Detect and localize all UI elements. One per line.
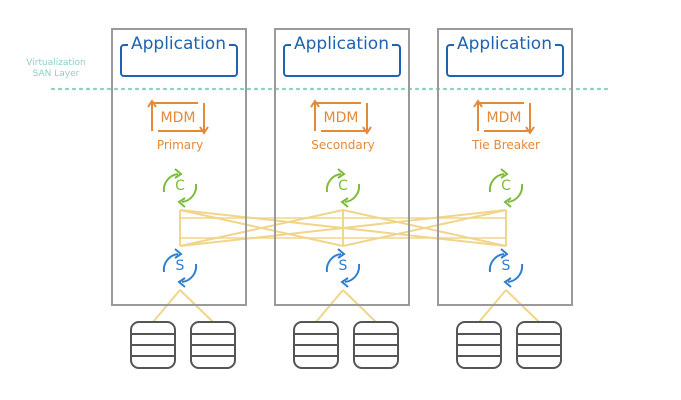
client-letter-primary: C xyxy=(175,178,185,194)
disk-link-1-1 xyxy=(342,289,377,323)
application-label-tie-breaker: Application xyxy=(454,34,555,54)
disk-link-1-0 xyxy=(315,289,344,323)
client-cycle-icon xyxy=(325,168,361,208)
node-secondary xyxy=(274,28,410,306)
node-tie-breaker xyxy=(437,28,573,306)
client-letter-tie-breaker: C xyxy=(501,178,511,194)
disk-stack-icon xyxy=(293,321,339,369)
mdm-label-tie-breaker: MDM xyxy=(486,110,522,126)
server-letter-secondary: S xyxy=(338,258,348,274)
server-cycle-icon xyxy=(325,248,361,288)
virtualization-label: Virtualization SAN Layer xyxy=(16,58,96,80)
disk-stack-icon xyxy=(516,321,562,369)
server-cycle-icon xyxy=(162,248,198,288)
disk-link-0-1 xyxy=(179,289,214,323)
mdm-label-primary: MDM xyxy=(160,110,196,126)
mesh-link-2-0 xyxy=(179,209,507,247)
virtualization-label-line2: SAN Layer xyxy=(32,69,80,79)
role-label-secondary: Secondary xyxy=(311,138,375,152)
server-disk-links xyxy=(152,289,540,323)
disk-stack-icon xyxy=(130,321,176,369)
mesh-link-1-0 xyxy=(179,209,344,247)
mdm-label-secondary: MDM xyxy=(323,110,359,126)
application-label-secondary: Application xyxy=(291,34,392,54)
disk-link-0-0 xyxy=(152,289,181,323)
disk-link-2-1 xyxy=(505,289,540,323)
server-letter-primary: S xyxy=(175,258,185,274)
role-label-primary: Primary xyxy=(156,138,204,152)
role-label-tie-breaker: Tie Breaker xyxy=(472,138,540,152)
client-server-mesh xyxy=(179,209,507,247)
client-letter-secondary: C xyxy=(338,178,348,194)
node-primary xyxy=(111,28,247,306)
mesh-link-2-1 xyxy=(342,209,507,247)
mdm-sync-icon xyxy=(147,99,209,135)
server-cycle-icon xyxy=(488,248,524,288)
server-letter-tie-breaker: S xyxy=(501,258,511,274)
mdm-sync-icon xyxy=(310,99,372,135)
disk-link-2-0 xyxy=(478,289,507,323)
mdm-sync-icon xyxy=(473,99,535,135)
disk-stack-icon xyxy=(456,321,502,369)
client-cycle-icon xyxy=(488,168,524,208)
disk-stack-icon xyxy=(190,321,236,369)
disk-stack-icon xyxy=(353,321,399,369)
client-cycle-icon xyxy=(162,168,198,208)
virtualization-label-line1: Virtualization xyxy=(26,58,86,68)
application-label-primary: Application xyxy=(128,34,229,54)
